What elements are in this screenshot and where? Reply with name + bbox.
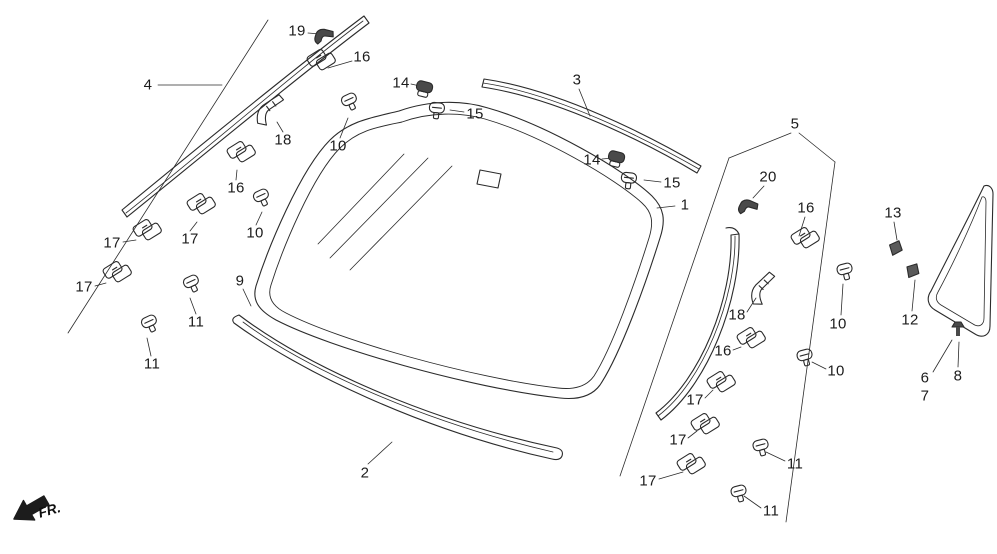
mirror-mount bbox=[476, 169, 502, 189]
upper-molding bbox=[481, 78, 702, 174]
clip-14 bbox=[605, 149, 627, 169]
windshield-glass bbox=[254, 101, 664, 400]
clip-16 bbox=[225, 136, 257, 167]
extent-lines bbox=[67, 19, 836, 523]
grommet-11 bbox=[751, 437, 772, 459]
fr-direction-indicator: FR. bbox=[2, 488, 92, 548]
wedge-clip-12 bbox=[904, 261, 922, 280]
clip-16 bbox=[789, 222, 821, 253]
glass-reflection-hatch bbox=[317, 153, 453, 271]
quarter-glass-seal bbox=[927, 184, 994, 337]
bracket-18 bbox=[743, 270, 784, 309]
clip-17 bbox=[675, 448, 707, 479]
grommet-10 bbox=[835, 261, 856, 283]
wedge-clip-13 bbox=[888, 239, 904, 257]
lower-molding bbox=[232, 314, 563, 461]
fr-label: FR. bbox=[36, 499, 63, 521]
clip-17 bbox=[101, 256, 133, 287]
grommet-11 bbox=[139, 313, 161, 336]
grommet-15 bbox=[427, 101, 446, 121]
hook-clip-20 bbox=[735, 195, 761, 221]
grommet-11 bbox=[181, 273, 203, 296]
stud-8 bbox=[951, 321, 965, 337]
grommet-10 bbox=[251, 187, 273, 210]
clip-17 bbox=[131, 214, 163, 245]
grommet-10 bbox=[795, 347, 816, 369]
clips-layer bbox=[101, 25, 965, 505]
leader-lines bbox=[94, 32, 960, 509]
grommet-11 bbox=[729, 483, 750, 505]
clip-17 bbox=[705, 366, 737, 397]
clip-17 bbox=[689, 408, 721, 439]
clip-14 bbox=[413, 79, 435, 99]
left-side-molding bbox=[121, 15, 370, 218]
right-side-molding bbox=[655, 227, 740, 421]
grommet-10 bbox=[339, 91, 361, 114]
clip-16 bbox=[735, 322, 767, 353]
fr-arrow-icon bbox=[13, 495, 50, 521]
clip-17 bbox=[185, 188, 217, 219]
